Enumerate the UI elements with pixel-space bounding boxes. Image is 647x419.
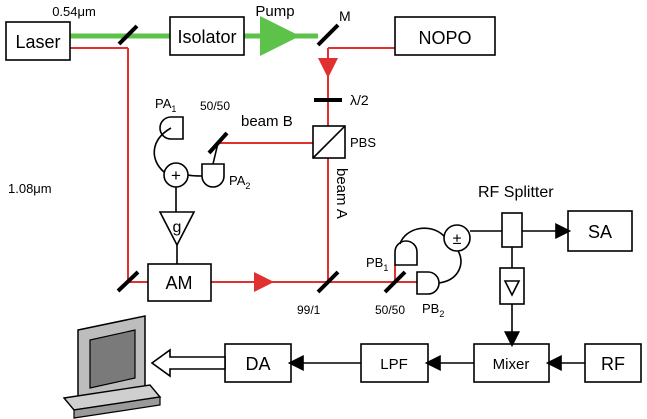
gain-label: g bbox=[173, 219, 182, 236]
plus-minus-label: ± bbox=[453, 231, 462, 248]
nopo-label: NOPO bbox=[418, 28, 471, 48]
bs-top-label: 50/50 bbox=[200, 99, 230, 113]
beamsplitter-99-1 bbox=[316, 270, 340, 294]
photodetector-icon bbox=[416, 271, 440, 295]
rf-splitter-label: RF Splitter bbox=[478, 184, 554, 201]
pb1-wire bbox=[399, 227, 445, 245]
pb1-label: PB1 bbox=[366, 255, 388, 273]
beam-b-label: beam B bbox=[241, 113, 293, 130]
isolator-label: Isolator bbox=[177, 27, 236, 47]
arrow-icon bbox=[150, 348, 226, 378]
mirror-icon bbox=[117, 24, 139, 46]
pump-label: Pump bbox=[255, 3, 294, 20]
rf-box bbox=[584, 343, 642, 383]
beamsplitter-5050-bottom bbox=[383, 270, 407, 294]
isolator-box bbox=[169, 16, 245, 56]
computer-icon bbox=[62, 315, 162, 419]
nopo-box bbox=[394, 16, 496, 56]
plus-label: + bbox=[171, 166, 181, 185]
bs-99-label: 99/1 bbox=[297, 303, 321, 317]
mixer-label: Mixer bbox=[493, 356, 530, 373]
pa1-label: PA1 bbox=[155, 96, 176, 114]
pa2-label: PA2 bbox=[229, 173, 250, 191]
am-label: AM bbox=[166, 273, 193, 293]
mixer-box bbox=[473, 343, 550, 383]
photodetector-icon bbox=[201, 163, 225, 188]
half-wave-label: λ/2 bbox=[350, 92, 369, 108]
laser-label: Laser bbox=[15, 32, 60, 52]
beam-a-label: beam A bbox=[333, 168, 350, 219]
pbs-label: PBS bbox=[350, 135, 376, 150]
sa-label: SA bbox=[588, 222, 612, 242]
plus-minus-node bbox=[443, 224, 471, 252]
da-label: DA bbox=[245, 354, 270, 374]
amplifier-icon bbox=[158, 211, 196, 247]
ir-wavelength-label: 1.08μm bbox=[8, 181, 52, 196]
amplifier-icon bbox=[503, 280, 521, 297]
mirror-m-label: M bbox=[339, 8, 351, 24]
pa1-wire bbox=[153, 127, 172, 173]
laser-box bbox=[5, 21, 71, 61]
photodetector-icon bbox=[394, 240, 418, 266]
rf-label: RF bbox=[601, 354, 625, 374]
mirror-icon bbox=[116, 270, 140, 293]
da-box bbox=[224, 343, 292, 383]
bs-5050-label: 50/50 bbox=[375, 303, 405, 317]
mirror-m bbox=[316, 23, 340, 47]
am-box bbox=[147, 263, 212, 302]
pb2-label: PB2 bbox=[422, 301, 444, 319]
photodetector-icon bbox=[159, 116, 184, 140]
pa2-lead bbox=[212, 142, 219, 165]
pa2-wire bbox=[187, 174, 203, 177]
pb2-wire bbox=[438, 250, 462, 284]
green-wavelength-label: 0.54μm bbox=[52, 4, 96, 19]
pbs-diagonal bbox=[312, 125, 346, 159]
rf-splitter-box bbox=[501, 212, 523, 248]
lpf-label: LPF bbox=[380, 356, 408, 373]
